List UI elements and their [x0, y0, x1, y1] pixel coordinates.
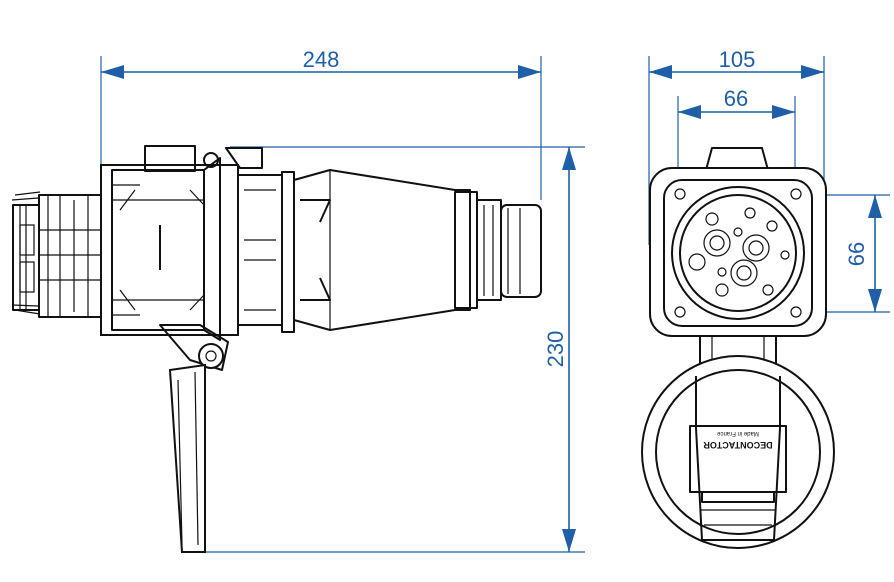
rear-terminals [11, 191, 102, 318]
hinged-lid [159, 324, 229, 553]
dimension-230-label: 230 [543, 331, 568, 368]
dimension-248-label: 248 [303, 47, 340, 72]
side-view [11, 145, 542, 553]
dimension-lines [100, 56, 890, 553]
lid-subtitle-label: Made in France [716, 430, 758, 436]
dimension-105-label: 105 [719, 47, 756, 72]
dimension-66-vertical-label: 66 [844, 242, 869, 266]
cable-gland [293, 169, 542, 331]
lid-brand-label: DECONTACTOR [703, 440, 773, 450]
front-view: DECONTACTOR Made in France [641, 147, 835, 549]
socket-body [100, 145, 295, 341]
dimension-66-horizontal-label: 66 [724, 86, 748, 111]
